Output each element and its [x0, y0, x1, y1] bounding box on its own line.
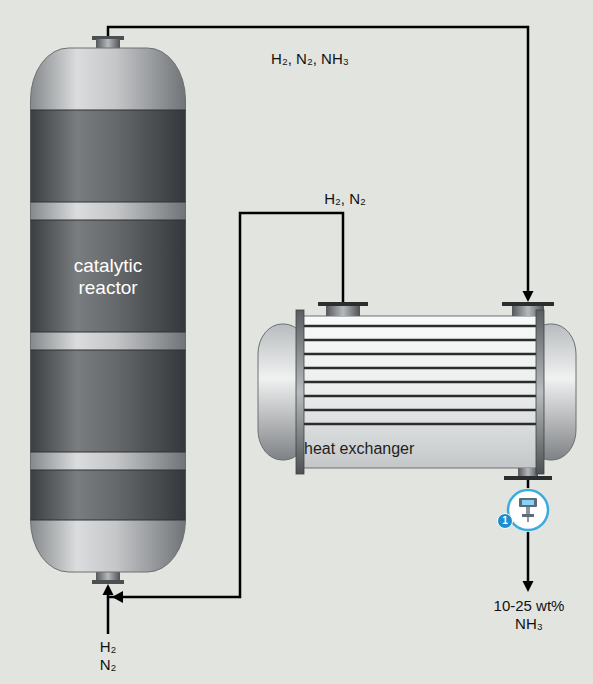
tube	[304, 381, 536, 384]
bed-edge	[31, 520, 186, 521]
transmitter-head	[519, 498, 537, 507]
tube	[304, 395, 536, 398]
exchanger-shell	[300, 316, 540, 468]
bed-edge	[31, 202, 186, 203]
tube	[304, 409, 536, 412]
catalyst-bed	[31, 350, 186, 452]
text-holder: 1	[497, 513, 513, 529]
tube-sheet	[296, 310, 304, 474]
tube	[304, 325, 536, 328]
sensor-ring	[508, 490, 548, 530]
flow-label: H₂, N₂	[300, 190, 390, 208]
nozzle-flange	[504, 476, 552, 480]
product-outlet-pipe	[527, 532, 530, 584]
pipe-connector	[527, 480, 530, 488]
vessel-shell	[31, 48, 186, 572]
node-label: heat exchanger	[304, 440, 414, 458]
nozzle	[326, 305, 360, 316]
node-label: catalytic reactor	[52, 255, 164, 299]
bed-edge	[31, 452, 186, 453]
text-holder: heat exchanger	[304, 438, 484, 460]
tube	[304, 367, 536, 370]
bed-edge	[31, 470, 186, 471]
tube	[304, 353, 536, 356]
callout-number: 1	[502, 516, 508, 526]
feed-inlet-pipe	[107, 597, 110, 634]
flow-label: H₂, N₂, NH₃	[250, 50, 370, 68]
catalyst-bed	[31, 470, 186, 520]
catalyst-bed	[31, 220, 186, 332]
reactor-vessel: catalytic reactor	[30, 36, 186, 584]
transmitter-display	[522, 500, 534, 505]
tube	[304, 339, 536, 342]
bed-edge	[31, 350, 186, 351]
nozzle-flange	[318, 302, 368, 306]
sensor-symbol: 1	[506, 488, 550, 532]
text-holder: catalytic reactor	[40, 254, 176, 300]
stream-label: 10-25 wt% NH₃	[486, 597, 572, 633]
tube-sheet	[536, 310, 544, 474]
nozzle-flange	[92, 580, 124, 584]
probe	[527, 517, 529, 522]
heat-exchanger: heat exchanger	[256, 302, 578, 480]
node-shape	[30, 36, 186, 584]
catalyst-bed	[31, 110, 186, 202]
bed-edge	[31, 220, 186, 221]
nozzle-flange	[502, 302, 554, 306]
stream-label: H₂ N₂	[90, 638, 126, 674]
process-connection	[522, 514, 534, 517]
bed-edge	[31, 332, 186, 333]
tube	[304, 423, 536, 426]
nozzle	[518, 468, 538, 477]
node-shape	[506, 488, 550, 532]
bed-edge	[31, 110, 186, 111]
transmitter-stem	[526, 507, 530, 514]
